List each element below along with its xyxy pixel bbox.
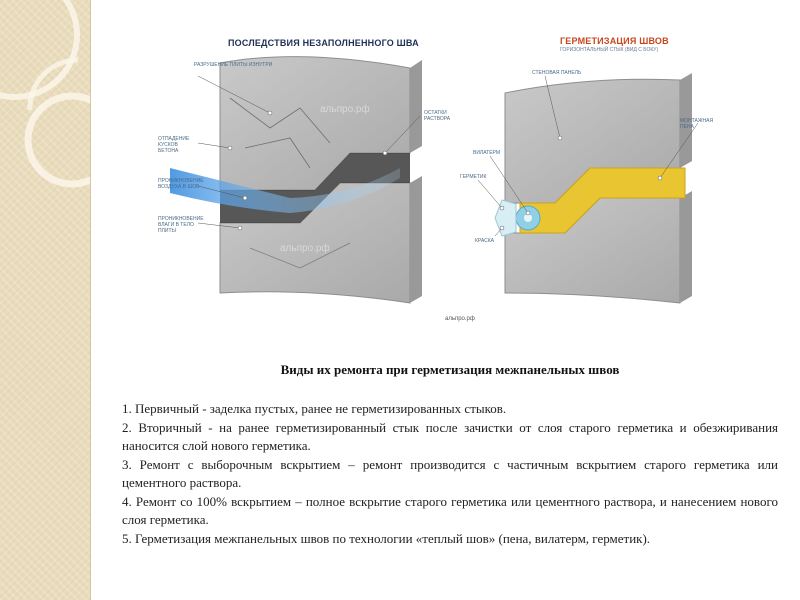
site-label: альпро.рф	[445, 316, 475, 322]
right-leader-lines	[477, 75, 699, 237]
joint-diagram	[170, 56, 699, 304]
callout-air: ПРОНИКНОВЕНИЕ ВОЗДУХА В ШОВ	[158, 178, 204, 190]
right-lower-slab	[504, 191, 692, 304]
callout-destruction: РАЗРУШЕНИЕ ПЛИТЫ ИЗНУТРИ	[194, 62, 273, 68]
left-leader-lines	[197, 75, 421, 231]
callout-paint: КРАСКА	[475, 238, 494, 244]
list-item: 1. Первичный - заделка пустых, ранее не …	[122, 401, 507, 416]
callout-sealant: ГЕРМЕТИК	[460, 174, 487, 180]
left-panel-title: ПОСЛЕДСТВИЯ НЕЗАПОЛНЕННОГО ШВА	[228, 38, 419, 48]
joint-illustration: ПОСЛЕДСТВИЯ НЕЗАПОЛНЕННОГО ШВА РАЗРУШЕНИ…	[150, 18, 713, 328]
air-flow	[170, 168, 400, 213]
left-lower-slab	[219, 176, 422, 304]
right-panel-title: ГЕРМЕТИЗАЦИЯ ШВОВ	[560, 36, 669, 46]
list-item: 2. Вторичный - на ранее герметизированны…	[122, 419, 778, 454]
callout-vilaterm: ВИЛАТЕРМ	[473, 150, 500, 156]
callout-moisture: ПРОНИКНОВЕНИЕ ВЛАГИ В ТЕЛО ПЛИТЫ	[158, 216, 204, 234]
callout-chipping: ОТПАДЕНИЕ КУСКОВ БЕТОНА	[158, 136, 190, 154]
callout-remains: ОСТАТКИ РАСТВОРА	[424, 110, 451, 122]
watermark-bottom: альпро.рф	[280, 243, 330, 254]
repair-types-list: 1. Первичный - заделка пустых, ранее не …	[122, 400, 778, 548]
watermark-top: альпро.рф	[320, 104, 370, 115]
right-upper-slab	[504, 73, 692, 204]
callout-wall-panel: СТЕНОВАЯ ПАНЕЛЬ	[532, 70, 582, 76]
decorative-circles	[0, 0, 90, 188]
decorative-side-strip	[0, 0, 91, 600]
right-panel-subtitle: ГОРИЗОНТАЛЬНЫЙ СТЫК (ВИД С БОКУ)	[560, 47, 659, 53]
callout-foam: МОНТАЖНАЯ ПЕНА	[680, 118, 714, 130]
left-upper-slab	[219, 56, 422, 191]
section-heading: Виды их ремонта при герметизация межпане…	[280, 362, 620, 377]
mounting-foam	[519, 167, 686, 234]
list-item: 3. Ремонт с выборочным вскрытием – ремон…	[122, 456, 778, 491]
sealant-layer	[494, 199, 517, 237]
list-item: 5. Герметизация межпанельных швов по тех…	[122, 530, 651, 546]
list-item: 4. Ремонт со 100% вскрытием – полное вск…	[122, 493, 778, 528]
